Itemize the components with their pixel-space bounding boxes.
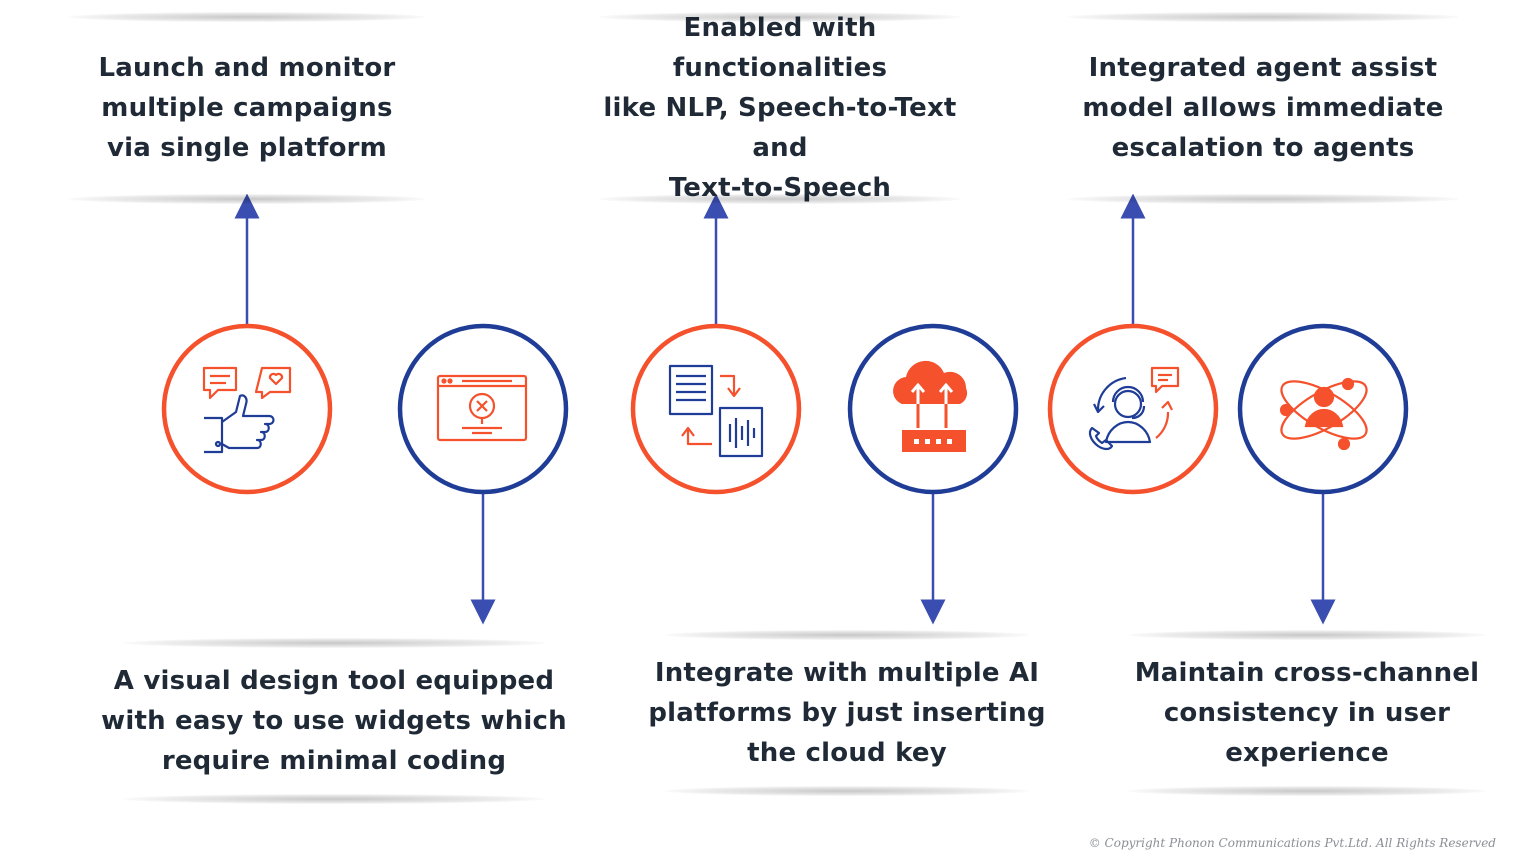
browser-window-icon: [436, 374, 528, 442]
feature-card-agent-assist: Integrated agent assist model allows imm…: [1040, 12, 1486, 204]
feature-text-visual-design: A visual design tool equipped with easy …: [101, 666, 567, 776]
ring-ai-platforms: [847, 323, 1019, 495]
thumbs-up-chat-icon: [202, 366, 292, 454]
feature-card-campaigns: Launch and monitor multiple campaigns vi…: [44, 12, 450, 204]
feature-card-cross-channel: Maintain cross-channel consistency in us…: [1104, 630, 1510, 796]
ring-campaigns: [161, 323, 333, 495]
atom-person-icon: [1279, 377, 1368, 451]
feature-card-visual-design: A visual design tool equipped with easy …: [94, 638, 574, 804]
feature-text-agent-assist: Integrated agent assist model allows imm…: [1082, 53, 1444, 163]
feature-text-campaigns: Launch and monitor multiple campaigns vi…: [98, 53, 396, 163]
feature-card-ai-platforms: Integrate with multiple AI platforms by …: [640, 630, 1054, 796]
ring-agent-assist: [1047, 323, 1219, 495]
agent-headset-icon: [1088, 366, 1180, 451]
ring-visual-design: [397, 323, 569, 495]
cloud-upload-icon: [893, 360, 968, 452]
document-audio-convert-icon: [668, 364, 764, 458]
copyright-notice: © Copyright Phonon Communications Pvt.Lt…: [1088, 836, 1496, 850]
ring-nlp: [630, 323, 802, 495]
feature-text-nlp: Enabled with functionalities like NLP, S…: [603, 13, 957, 203]
feature-text-ai-platforms: Integrate with multiple AI platforms by …: [648, 658, 1046, 768]
feature-text-cross-channel: Maintain cross-channel consistency in us…: [1134, 658, 1480, 768]
feature-card-nlp: Enabled with functionalities like NLP, S…: [574, 12, 986, 204]
